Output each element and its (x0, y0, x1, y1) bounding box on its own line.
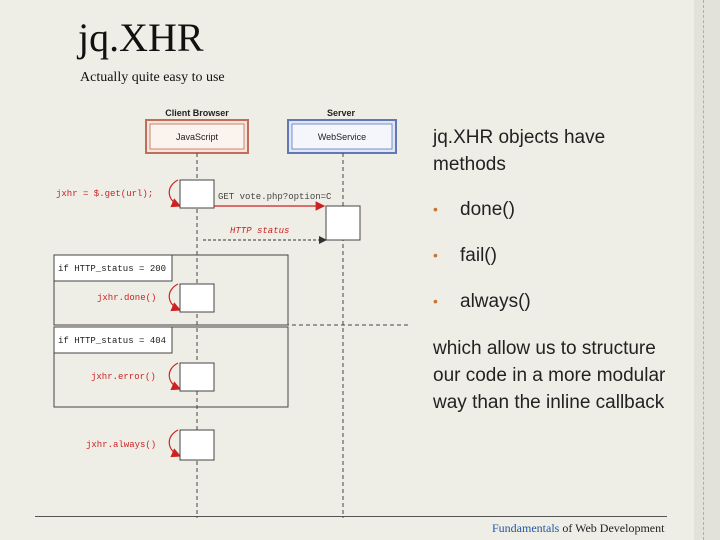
closing-text: which allow us to structure our code in … (433, 338, 666, 413)
footer-text: of Web Development (559, 521, 665, 535)
activation-done (179, 283, 215, 313)
bullet-icon: • (433, 201, 438, 217)
content-column: jq.XHR objects have methods •done() •fai… (433, 124, 673, 416)
status-label: HTTP status (230, 226, 289, 236)
bullet-icon: • (433, 247, 438, 263)
done-call-label: jxhr.done() (97, 293, 156, 303)
intro-text: jq.XHR objects have methods (433, 127, 606, 175)
right-decor-bar (694, 0, 720, 540)
footer: Fundamentals of Web Development (492, 521, 664, 536)
method-list: •done() •fail() •always() (433, 196, 673, 315)
bullet-icon: • (433, 293, 438, 309)
cond-404-label: if HTTP_status = 404 (58, 336, 166, 346)
get-call-label: jxhr = $.get(url); (56, 189, 153, 199)
sequence-diagram: Client Browser Server JavaScript WebServ… (53, 108, 408, 518)
slide-title: jq.XHR (78, 15, 204, 60)
client-box-label: JavaScript (176, 132, 219, 142)
slide-subtitle: Actually quite easy to use (80, 70, 225, 85)
activation-error (179, 362, 215, 392)
client-header: Client Browser (165, 108, 229, 118)
request-label: GET vote.php?option=C (218, 192, 332, 202)
server-header: Server (327, 108, 356, 118)
activation-always (179, 429, 215, 461)
activation-server (325, 205, 361, 241)
always-call-label: jxhr.always() (86, 440, 156, 450)
cond-200-label: if HTTP_status = 200 (58, 264, 166, 274)
list-item: •always() (433, 288, 673, 315)
server-box-label: WebService (318, 132, 366, 142)
list-item: •done() (433, 196, 673, 223)
error-call-label: jxhr.error() (91, 372, 156, 382)
list-item: •fail() (433, 242, 673, 269)
footer-divider (35, 516, 667, 517)
footer-link[interactable]: Fundamentals (492, 521, 560, 535)
activation-get (179, 179, 215, 209)
